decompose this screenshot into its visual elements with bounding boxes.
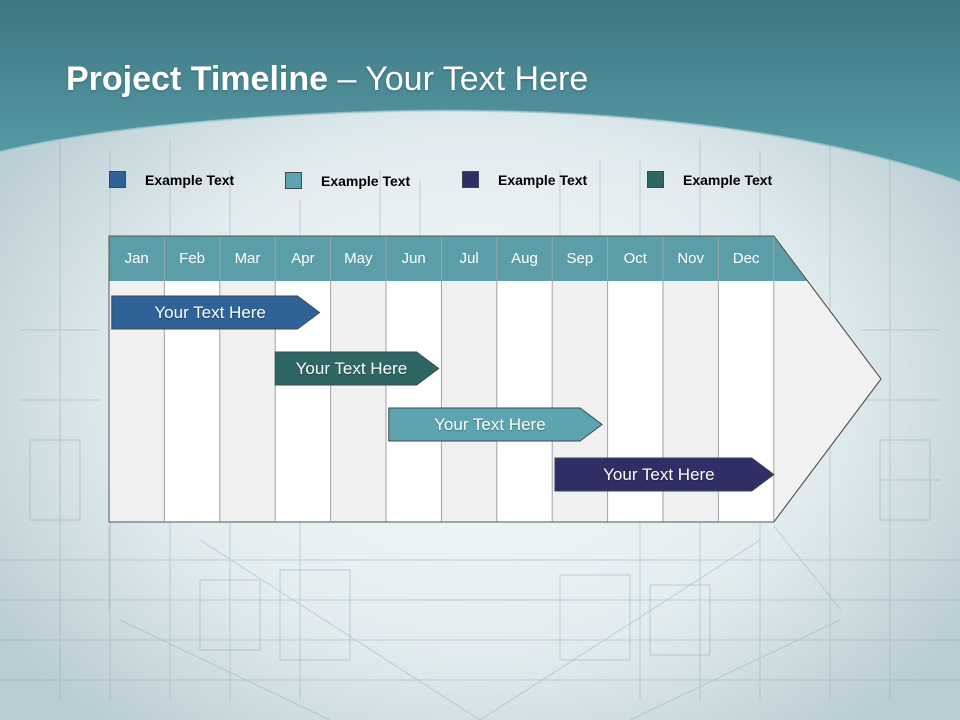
month-label-mar: Mar — [234, 250, 261, 267]
month-label-sep: Sep — [566, 250, 594, 267]
timeline-reflection — [108, 525, 842, 611]
month-column — [496, 281, 553, 522]
legend-item-3: Example Text — [462, 171, 587, 188]
month-label-jan: Jan — [124, 250, 149, 267]
month-label-feb: Feb — [179, 250, 206, 267]
slide-title: Project Timeline – Your Text Here — [66, 60, 588, 99]
task-label-4: Your Text Here — [603, 464, 715, 484]
title-rest: – Your Text Here — [328, 60, 589, 98]
legend-swatch-3 — [462, 171, 479, 188]
task-arrow-1 — [111, 295, 321, 330]
month-label-jun: Jun — [401, 250, 426, 267]
legend-swatch-1 — [109, 171, 126, 188]
legend-label-4: Example Text — [683, 171, 773, 188]
task-arrow-2 — [274, 351, 440, 386]
legend-item-4: Example Text — [647, 171, 772, 188]
month-label-nov: Nov — [677, 250, 705, 267]
task-arrow-3 — [388, 407, 603, 442]
month-label-aug: Aug — [511, 250, 538, 267]
timeline-arrow-outline — [108, 235, 882, 523]
month-column — [441, 281, 497, 522]
task-label-1: Your Text Here — [154, 302, 266, 322]
month-label-oct: Oct — [623, 250, 647, 267]
month-column — [330, 281, 386, 522]
legend-label-3: Example Text — [498, 171, 588, 188]
month-column — [386, 281, 442, 522]
month-label-may: May — [344, 250, 373, 267]
legend-item-2: Example Text — [285, 172, 410, 189]
month-label-jul: Jul — [459, 250, 479, 267]
task-label-2: Your Text Here — [295, 358, 408, 378]
task-arrow-4 — [554, 457, 775, 492]
legend-swatch-4 — [647, 171, 664, 188]
legend-swatch-2 — [285, 172, 302, 189]
month-header-band — [109, 236, 808, 281]
title-bold: Project Timeline — [66, 60, 329, 98]
month-label-dec: Dec — [732, 250, 760, 267]
task-label-3: Your Text Here — [434, 414, 546, 434]
legend-label-1: Example Text — [145, 171, 235, 188]
legend-item-1: Example Text — [109, 171, 234, 188]
month-label-apr: Apr — [291, 250, 315, 267]
legend-label-2: Example Text — [321, 172, 411, 189]
